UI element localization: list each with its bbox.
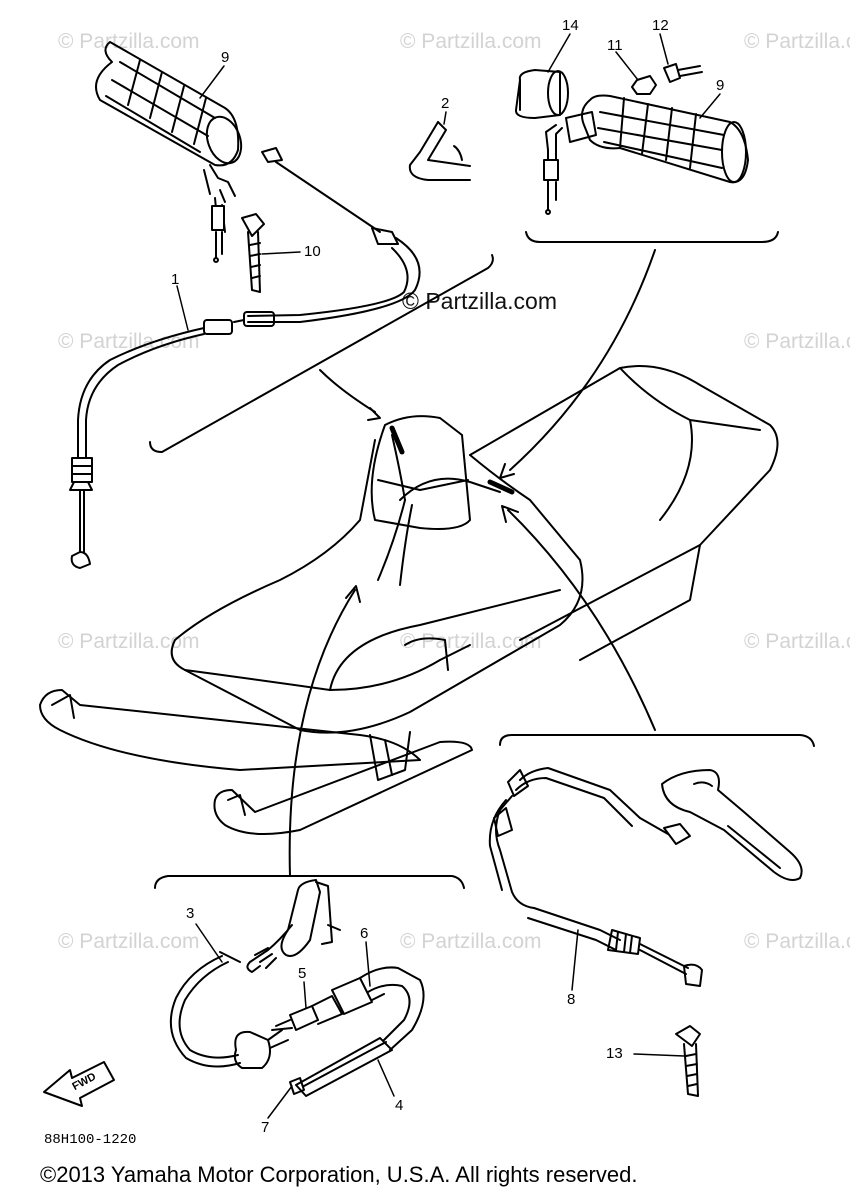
copyright-notice: ©2013 Yamaha Motor Corporation, U.S.A. A… — [40, 1162, 638, 1187]
watermark: © Partzilla.com — [744, 630, 850, 653]
watermark: © Partzilla.com — [400, 630, 542, 653]
callout-4: 4 — [395, 1097, 404, 1114]
nut-11 — [631, 75, 657, 95]
clip-2 — [408, 121, 471, 181]
callout-9-right: 9 — [716, 77, 725, 94]
watermark: © Partzilla.com — [58, 630, 200, 653]
callout-2: 2 — [441, 95, 450, 112]
right-handlebar-grip — [543, 94, 749, 215]
callout-brackets — [149, 231, 815, 889]
tube-4 — [295, 1037, 393, 1097]
callout-11: 11 — [607, 37, 623, 54]
callout-7: 7 — [261, 1119, 270, 1136]
wire-clip-10 — [241, 213, 265, 293]
throttle-cable-1 — [69, 147, 421, 569]
watermark: © Partzilla.com — [744, 930, 850, 953]
callout-13: 13 — [606, 1045, 623, 1062]
choke-knob-3 — [169, 879, 341, 1069]
callout-12: 12 — [652, 17, 669, 34]
callout-8: 8 — [567, 991, 576, 1008]
bolt-12 — [663, 63, 703, 83]
watermark: © Partzilla.com — [744, 330, 850, 353]
cable-6 — [331, 966, 425, 1051]
wire-clip-13 — [675, 1025, 701, 1097]
callout-leaders — [176, 33, 721, 1119]
brake-lever — [661, 769, 803, 881]
diagram-code: 88H100-1220 — [44, 1132, 137, 1148]
callout-6: 6 — [360, 925, 369, 942]
watermark: © Partzilla.com — [58, 30, 200, 53]
grip-ring-14 — [514, 69, 569, 119]
forward-arrow-icon: FWD — [43, 1061, 115, 1107]
left-handlebar-grip — [95, 41, 243, 263]
snowmobile-illustration — [39, 365, 779, 835]
callout-3: 3 — [186, 905, 195, 922]
callout-1: 1 — [171, 271, 180, 288]
clamp-7 — [289, 1077, 305, 1095]
callout-14: 14 — [562, 17, 579, 34]
callout-10: 10 — [304, 243, 321, 260]
watermark: © Partzilla.com — [58, 930, 200, 953]
callout-5: 5 — [298, 965, 307, 982]
watermark: © Partzilla.com — [400, 30, 542, 53]
watermark: © Partzilla.com — [744, 30, 850, 53]
watermark: © Partzilla.com — [400, 930, 542, 953]
callout-9-left: 9 — [221, 49, 230, 66]
valve-5 — [271, 995, 343, 1031]
watermark: © Partzilla.com — [58, 330, 200, 353]
brake-cable-8 — [488, 767, 703, 987]
